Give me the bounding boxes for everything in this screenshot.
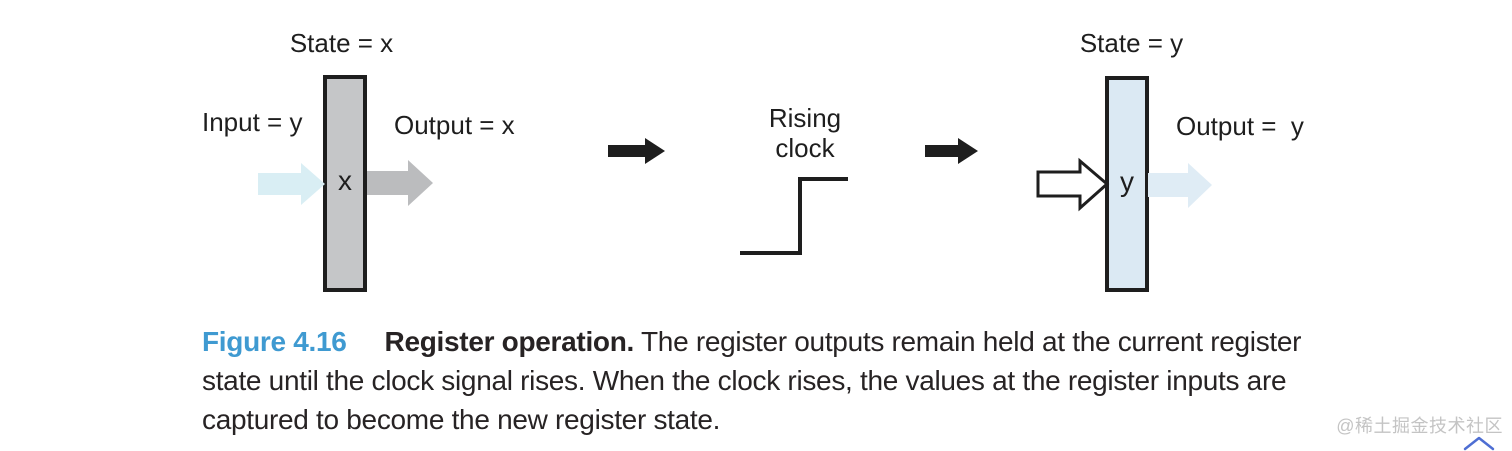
figure-caption: Figure 4.16 Register operation. The regis… <box>202 322 1422 439</box>
input-label-before: Input = y <box>202 107 303 137</box>
state-label-before: State = x <box>289 28 394 58</box>
chevron-up-icon[interactable] <box>1462 434 1496 451</box>
figure-number: Figure 4.16 <box>202 326 347 357</box>
watermark: @稀土掘金技术社区 <box>1336 416 1503 436</box>
caption-line-3: captured to become the new register stat… <box>202 404 721 435</box>
register-value-before: x <box>338 165 352 196</box>
caption-text-line1: The register outputs remain held at the … <box>641 326 1302 357</box>
transition-right-arrow-icon <box>925 138 978 164</box>
register-value-after: y <box>1120 166 1134 197</box>
output-label-before: Output = x <box>394 110 515 140</box>
figure-title: Register operation. <box>384 326 635 357</box>
state-label-after: State = y <box>1079 28 1184 58</box>
clock-edge-waveform-icon <box>740 177 848 255</box>
output-arrow-icon <box>367 160 433 206</box>
rising-clock-line1: Rising <box>768 103 842 133</box>
input-arrow-icon <box>258 163 325 205</box>
register-before-rect <box>323 75 367 292</box>
input-arrow-hollow-icon <box>1036 157 1110 212</box>
caption-line-2: state until the clock signal rises. When… <box>202 365 1287 396</box>
output-label-after: Output = y <box>1176 111 1304 141</box>
rising-clock-label: Rising clock <box>735 103 875 163</box>
output-arrow-pale-icon <box>1148 163 1212 208</box>
chevron-up-stroke <box>1463 436 1495 451</box>
transition-left-arrow-icon <box>608 138 665 164</box>
caption-line-1: Figure 4.16 Register operation. The regis… <box>202 322 1422 361</box>
rising-clock-line2: clock <box>775 133 835 163</box>
